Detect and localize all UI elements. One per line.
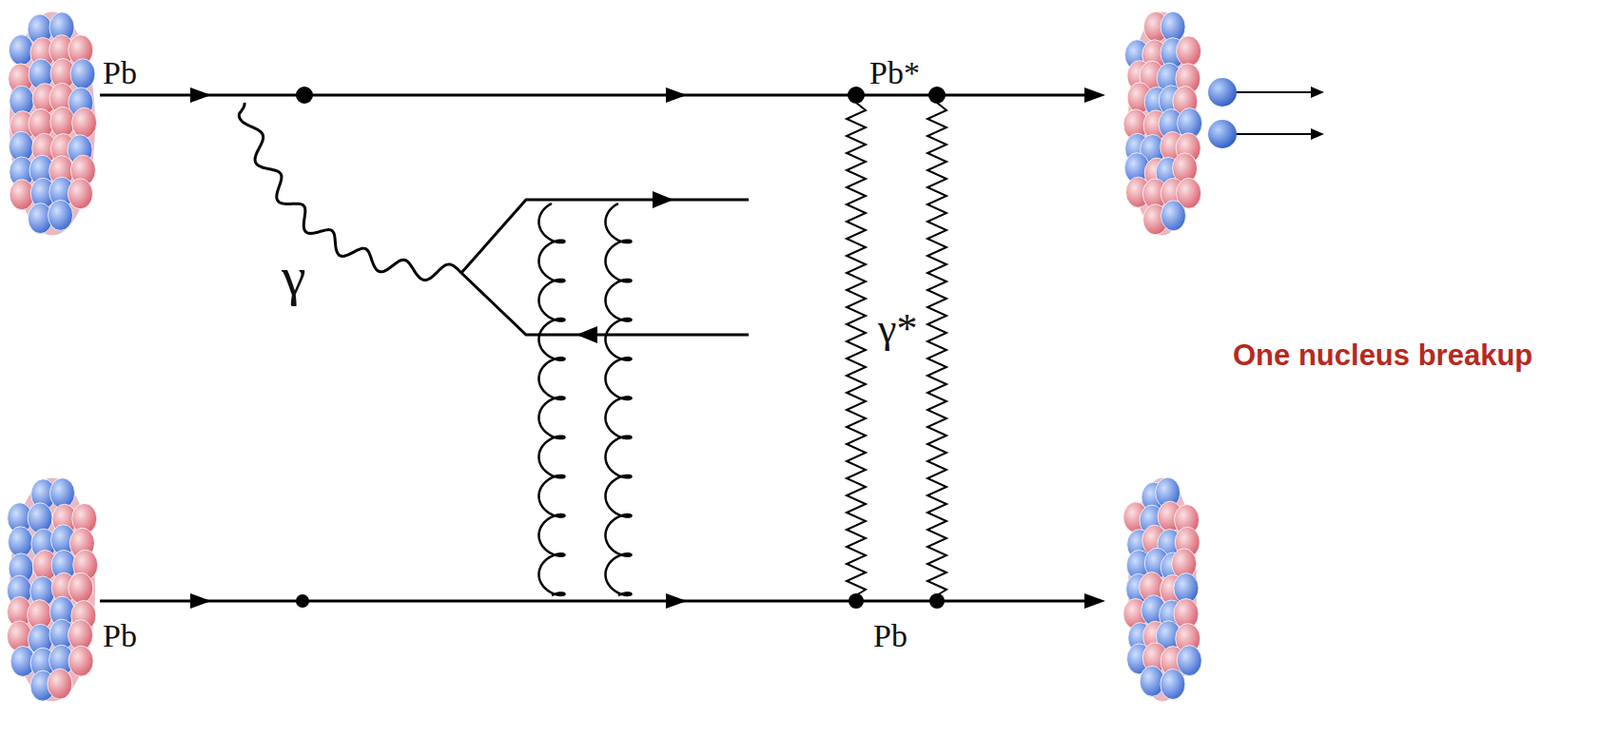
particle-label: Pb [102, 620, 137, 653]
emitted-neutrons [1208, 78, 1325, 149]
particle-label: Pb [102, 57, 137, 90]
nucleus [8, 12, 98, 236]
nucleus [1123, 11, 1203, 235]
process-label: One nucleus breakup [1232, 340, 1533, 371]
vertex-dots [295, 86, 946, 609]
photon-label: γ [281, 249, 307, 305]
particle-label: Pb* [869, 57, 920, 90]
virtual-photon [927, 102, 947, 596]
gluon-line [539, 203, 566, 596]
particle-label: Pb [873, 620, 908, 653]
photon-line [238, 102, 462, 280]
nucleus [6, 478, 98, 703]
gluon-line [605, 203, 632, 596]
photon-label: γ* [877, 306, 918, 352]
arrowheads [190, 87, 1106, 609]
nucleus-line [99, 94, 1096, 98]
virtual-photon [846, 102, 866, 596]
nucleus [1123, 477, 1202, 702]
nucleus-line [99, 600, 1096, 604]
